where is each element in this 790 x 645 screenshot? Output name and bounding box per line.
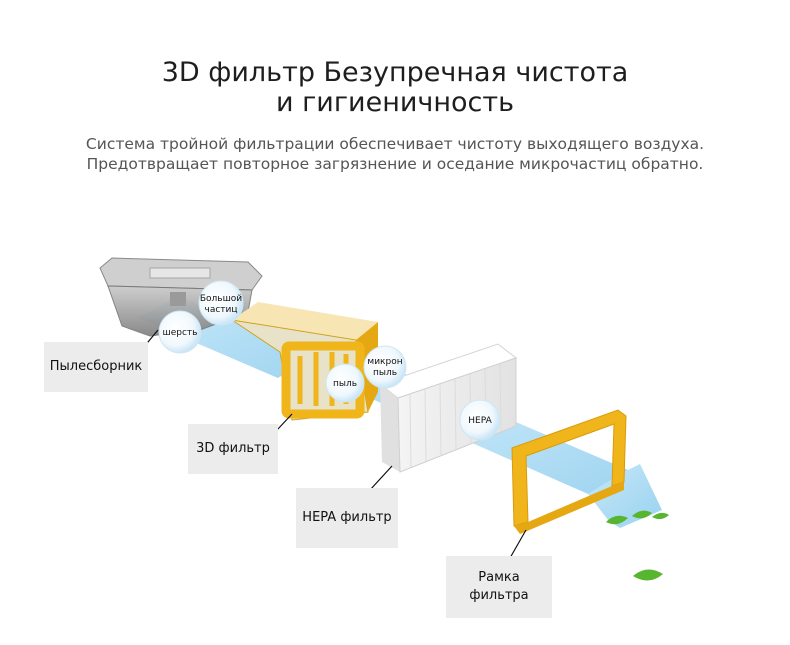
bubble-large-label-2: частиц xyxy=(205,305,238,315)
bubble-hepa: HEPA xyxy=(459,399,501,441)
filter-frame-illustration xyxy=(511,409,627,534)
bubble-large-label-1: Большой xyxy=(200,294,242,304)
bubble-dust-label: пыль xyxy=(333,379,357,389)
label-3d-filter: 3D фильтр xyxy=(188,424,278,474)
leaf-icon xyxy=(632,510,652,519)
bubble-micron-label-1: микрон xyxy=(367,357,402,367)
label-filter-frame: Рамка фильтра xyxy=(446,556,552,618)
leaf-icon xyxy=(652,512,669,520)
title-line-1: 3D фильтр Безупречная чистота xyxy=(161,57,629,88)
description-line-1: Система тройной фильтрации обеспечивает … xyxy=(85,135,705,153)
leaf-icon xyxy=(606,515,628,525)
hepa-filter-illustration xyxy=(378,343,518,473)
bubble-large-particles: Большой частиц xyxy=(198,280,244,326)
label-dustbin: Пылесборник xyxy=(44,342,148,392)
bubble-hair-label: шерсть xyxy=(163,328,198,338)
label-hepa-filter-text: HEPA фильтр xyxy=(302,510,392,525)
description: Система тройной фильтрации обеспечивает … xyxy=(0,134,790,174)
label-dustbin-text: Пылесборник xyxy=(49,359,143,374)
bubble-hepa-label: HEPA xyxy=(468,416,492,426)
page-title: 3D фильтр Безупречная чистота и гигиенич… xyxy=(0,58,790,118)
label-filter-frame-text-2: фильтра xyxy=(469,588,529,603)
label-hepa-filter: HEPA фильтр xyxy=(296,488,398,548)
leaf-icon xyxy=(633,569,663,581)
label-3d-filter-text: 3D фильтр xyxy=(196,441,270,456)
bubble-dust: пыль xyxy=(325,363,365,403)
bubble-hair: шерсть xyxy=(158,310,202,354)
label-filter-frame-text-1: Рамка xyxy=(478,570,520,585)
leader-lines xyxy=(142,329,527,559)
title-line-2: и гигиеничность xyxy=(275,87,515,118)
description-line-2: Предотвращает повторное загрязнение и ос… xyxy=(86,155,704,173)
bubble-micron-dust: микрон пыль xyxy=(363,345,407,389)
bubble-micron-label-2: пыль xyxy=(373,368,397,378)
